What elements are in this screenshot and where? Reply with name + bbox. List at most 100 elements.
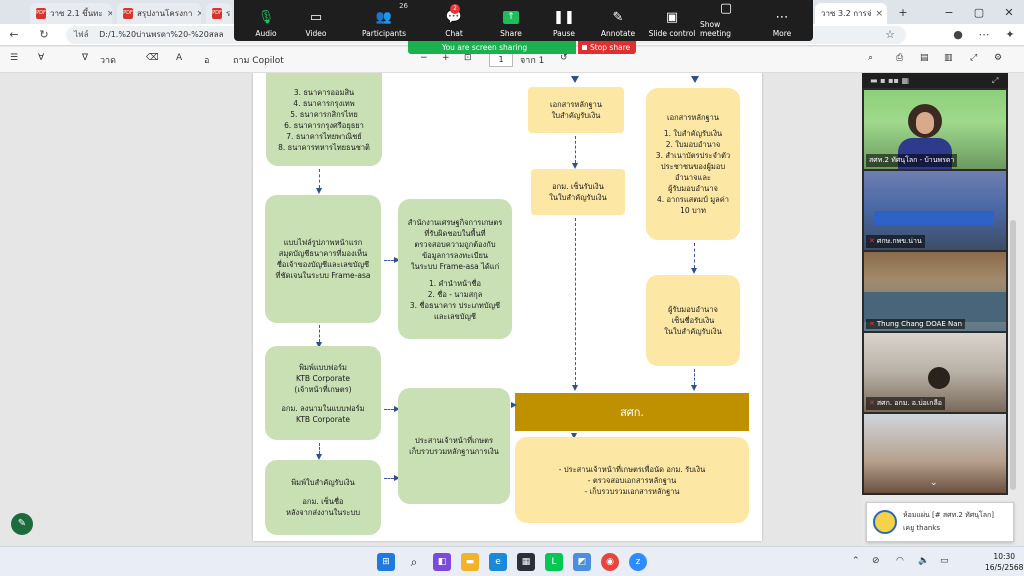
close-window-button[interactable]: ✕	[1004, 5, 1014, 19]
line-notification[interactable]: ห้อมแผ่น [# สศท.2 ทัศนุโลก] เคยู thanks	[866, 502, 1014, 542]
contents-icon[interactable]: ☰	[10, 53, 19, 63]
edge-icon[interactable]: e	[489, 553, 507, 571]
volume-icon[interactable]: 🔈	[918, 556, 930, 566]
new-tab-button[interactable]: +	[898, 5, 908, 19]
fit-icon[interactable]: ⊡	[464, 53, 472, 63]
eraser-icon[interactable]: ⌫	[146, 53, 159, 63]
text-line: อกม. เซ็นชื่อ	[302, 497, 344, 506]
participants-button[interactable]: 👥 26 Participants	[358, 0, 410, 41]
chat-button[interactable]: 💬 2 Chat	[434, 0, 474, 41]
start-icon[interactable]: ⊞	[377, 553, 395, 571]
edit-pen-icon[interactable]: ✎	[11, 513, 33, 535]
copilot-label[interactable]: ถาม Copilot	[233, 56, 284, 66]
network-icon[interactable]: ⊘	[872, 556, 880, 566]
stop-share-button[interactable]: Stop share	[578, 41, 636, 54]
back-icon[interactable]: ←	[9, 28, 19, 41]
panel-header: ▬ ▪ ▪▪ ▦ ⤢	[862, 73, 1008, 88]
evidence-list-box: เอกสารหลักฐาน 1. ใบสำคัญรับเงิน 2. ใบมอบ…	[646, 88, 740, 240]
more-button[interactable]: ⋯ More	[768, 0, 796, 41]
battery-icon[interactable]: ▭	[940, 556, 949, 566]
rotate-icon[interactable]: ↺	[560, 53, 568, 63]
search-icon[interactable]: ⌕	[868, 53, 874, 63]
save-icon[interactable]: ▤	[920, 53, 929, 63]
slide-control-button[interactable]: ▣ Slide control	[648, 0, 696, 41]
pdf-page: 3. ธนาคารออมสิน 4. ธนาคารกรุงเทพ 5. ธนาค…	[253, 73, 762, 541]
fullscreen-icon[interactable]: ⤢	[970, 53, 978, 63]
draw-icon[interactable]: ∇	[82, 53, 89, 63]
browser-tab[interactable]: PDF สรุปงานโครงกา ×	[117, 3, 201, 24]
text-line: 3. ชื่อธนาคาร ประเภทบัญชี	[409, 300, 501, 310]
audio-label: Audio	[255, 29, 277, 38]
ktb-form-box: พิมพ์แบบฟอร์ม KTB Corporate (เจ้าหน้าที่…	[265, 346, 381, 440]
expand-icon[interactable]: ⤢	[992, 76, 999, 85]
line-app-icon[interactable]: L	[545, 553, 563, 571]
chevron-down-icon[interactable]: ⌄	[930, 478, 938, 488]
share-button[interactable]: ↑ Share	[496, 0, 526, 41]
text-line: แบบไฟล์รูปภาพหน้าแรก	[283, 238, 363, 247]
flow-arrow	[316, 325, 322, 348]
page-number-input[interactable]: 1	[489, 52, 513, 67]
store-icon[interactable]: ▦	[517, 553, 535, 571]
browser-tab-active[interactable]: วาซ 3.2 การจ่ ×	[815, 3, 887, 24]
video-tile[interactable]: ⌄	[864, 414, 1006, 493]
file-explorer-icon[interactable]: ▬	[461, 553, 479, 571]
slide-control-icon: ▣	[665, 10, 679, 25]
tray-chevron-icon[interactable]: ⌃	[852, 556, 860, 566]
menu-icon[interactable]: ⋯	[978, 28, 990, 41]
print-icon[interactable]: ⎙	[896, 53, 904, 63]
zoom-out-button[interactable]: −	[420, 53, 428, 63]
wifi-icon[interactable]: ◠	[896, 556, 904, 566]
maximize-button[interactable]: ▢	[973, 5, 985, 19]
highlight-icon[interactable]: ∀	[38, 53, 45, 63]
taskbar-clock[interactable]: 10:30 16/5/2568	[985, 551, 1023, 573]
pen-icon: ✎	[612, 10, 624, 25]
chrome-icon[interactable]: ◉	[601, 553, 619, 571]
text-line: หลังจากส่งงานในระบบ	[286, 508, 360, 517]
text-icon[interactable]: A	[176, 53, 183, 63]
video-tile[interactable]: ✕ศกษ.กพข.น่าน	[864, 171, 1006, 250]
zoom-app-icon[interactable]: z	[629, 553, 647, 571]
copilot-icon[interactable]: ✦	[1005, 28, 1015, 41]
video-tile[interactable]: สศท.2 ทัศนุโลก - บ้านพรดา	[864, 90, 1006, 169]
draw-label[interactable]: วาด	[100, 56, 116, 66]
participants-icon: 👥	[375, 10, 393, 25]
read-aloud-icon[interactable]: อ	[204, 56, 210, 66]
meeting-table	[874, 211, 994, 225]
close-icon[interactable]: ×	[875, 8, 884, 19]
sign-receipt-box: อกม. เซ็นรับเงิน ในใบสำคัญรับเงิน	[531, 169, 625, 215]
browser-tab[interactable]: PDF ร	[206, 3, 232, 24]
pause-button[interactable]: ❚❚ Pause	[550, 0, 578, 41]
star-icon[interactable]: ☆	[885, 28, 895, 41]
more-label: More	[772, 29, 792, 38]
video-tile[interactable]: ✕สศก. อกม. อ.บ่อเกลือ	[864, 333, 1006, 412]
widgets-icon[interactable]: ◧	[433, 553, 451, 571]
tab-title: วาซ 3.2 การจ่	[821, 9, 872, 18]
close-icon[interactable]: ×	[106, 8, 112, 19]
video-tile[interactable]: ✕Thung Chang DOAE Nan	[864, 252, 1006, 331]
refresh-icon[interactable]: ↻	[39, 28, 49, 41]
clock-time: 10:30	[993, 552, 1016, 561]
view-options-icon[interactable]: ▬ ▪ ▪▪ ▦	[870, 76, 910, 85]
paint-icon[interactable]: ◩	[573, 553, 591, 571]
search-icon[interactable]: ⌕	[410, 555, 418, 569]
pdf-viewer[interactable]: 3. ธนาคารออมสิน 4. ธนาคารกรุงเทพ 5. ธนาค…	[0, 73, 862, 546]
minimize-button[interactable]: −	[944, 5, 954, 19]
scrollbar[interactable]	[1010, 220, 1016, 490]
save-as-icon[interactable]: ▥	[944, 53, 953, 63]
close-icon[interactable]: ×	[196, 8, 201, 19]
zoom-in-button[interactable]: +	[442, 53, 450, 63]
text-line: ชื่อเจ้าของบัญชีและเลขบัญชี	[276, 260, 370, 269]
settings-icon[interactable]: ⚙	[994, 53, 1003, 63]
coordinate-collect-box: ประสานเจ้าหน้าที่เกษตร เก็บรวบรวมหลักฐาน…	[398, 388, 510, 504]
video-button[interactable]: ▭ Video	[298, 0, 334, 41]
annotate-button[interactable]: ✎ Annotate	[598, 0, 638, 41]
pdf-icon: PDF	[36, 8, 46, 19]
profile-icon[interactable]: ●	[953, 28, 963, 41]
audio-button[interactable]: 🎙 Audio	[248, 0, 284, 41]
browser-tab[interactable]: PDF วาซ 2.1 ขึ้นทะ ×	[30, 3, 112, 24]
show-meeting-button[interactable]: ▢ Show meeting	[700, 0, 752, 41]
text-line: ในใบสำคัญรับเงิน	[664, 327, 722, 336]
text-line: เอกสารหลักฐาน	[550, 100, 602, 109]
pause-label: Pause	[552, 29, 576, 38]
participants-label: Participants	[361, 29, 407, 38]
